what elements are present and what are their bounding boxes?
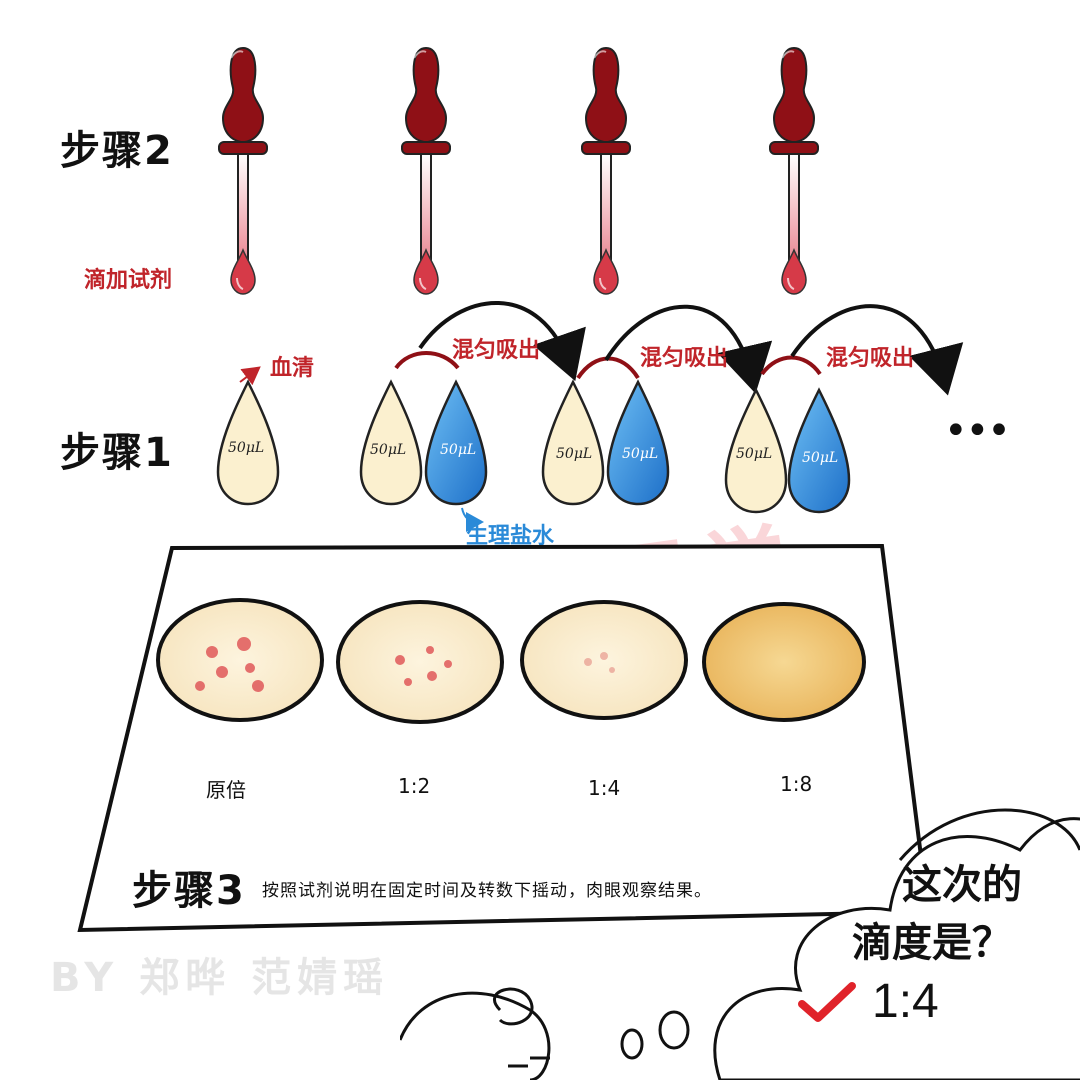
reagent-drop-1 bbox=[230, 249, 256, 295]
volume-label-5: 50μL bbox=[622, 446, 659, 462]
answer-value: 1:4 bbox=[872, 975, 939, 1028]
dilution-label-undiluted: 原倍 bbox=[206, 778, 246, 802]
reagent-drop-4 bbox=[781, 249, 807, 295]
well-1-2 bbox=[336, 600, 504, 724]
reagent-drop-2 bbox=[413, 249, 439, 295]
dropper-icon-3 bbox=[581, 47, 631, 275]
dilution-label-1-4: 1:4 bbox=[588, 776, 621, 800]
volume-label-6: 50μL bbox=[736, 446, 773, 462]
step2-label: 步骤2 bbox=[60, 128, 174, 174]
mix-label-2: 混匀吸出 bbox=[640, 346, 729, 371]
ellipsis-icon: ••• bbox=[944, 408, 1011, 454]
bubble-question-line2: 滴度是？ bbox=[852, 920, 1012, 966]
step1-diagram bbox=[216, 301, 964, 532]
volume-label-1: 50μL bbox=[228, 440, 265, 456]
dilution-label-1-2: 1:2 bbox=[398, 774, 431, 798]
bubble-question-line1: 这次的 bbox=[902, 862, 1022, 908]
dilution-label-1-8: 1:8 bbox=[780, 772, 813, 796]
step1-label: 步骤1 bbox=[60, 430, 174, 476]
credit-watermark: BY 郑晔 范婧瑶 bbox=[50, 955, 390, 1001]
well-1-8 bbox=[702, 602, 866, 722]
check-icon bbox=[798, 982, 856, 1022]
mix-label-3: 混匀吸出 bbox=[826, 346, 915, 371]
saline-drop-3 bbox=[606, 380, 670, 506]
slide-panel bbox=[77, 543, 931, 933]
reagent-drop-3 bbox=[593, 249, 619, 295]
volume-label-4: 50μL bbox=[556, 446, 593, 462]
step3-label: 步骤3 bbox=[132, 868, 246, 914]
saline-label: 生理盐水 bbox=[466, 524, 555, 549]
dropper-icon-4 bbox=[769, 47, 819, 275]
serum-label: 血清 bbox=[270, 356, 315, 381]
volume-label-7: 50μL bbox=[802, 450, 839, 466]
volume-label-3: 50μL bbox=[440, 442, 477, 458]
volume-label-2: 50μL bbox=[370, 442, 407, 458]
dropper-icon-1 bbox=[218, 47, 268, 275]
reagent-label: 滴加试剂 bbox=[84, 268, 173, 293]
serum-drop-3 bbox=[541, 380, 605, 506]
step3-instruction: 按照试剂说明在固定时间及转数下摇动，肉眼观察结果。 bbox=[262, 881, 712, 901]
thought-bubble bbox=[400, 808, 1080, 1080]
droppers-group bbox=[218, 47, 819, 295]
well-undiluted bbox=[156, 598, 324, 722]
dropper-icon-2 bbox=[401, 47, 451, 275]
mix-label-1: 混匀吸出 bbox=[452, 338, 541, 363]
